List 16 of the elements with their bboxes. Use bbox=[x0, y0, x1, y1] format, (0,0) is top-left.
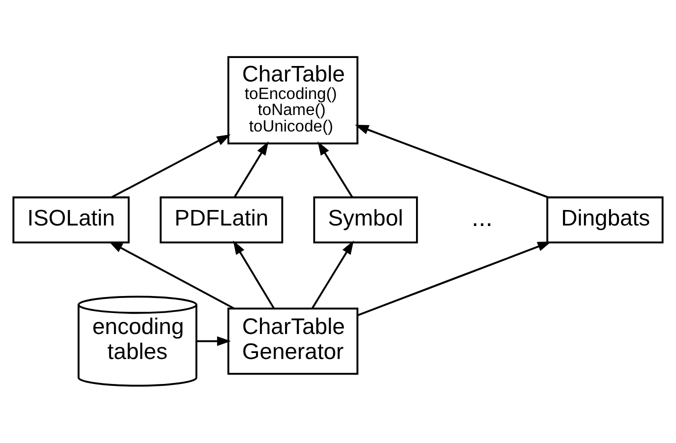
arrow bbox=[196, 336, 231, 346]
arrow bbox=[234, 141, 269, 198]
node-box: CharTable Generator bbox=[227, 308, 358, 375]
arrow bbox=[108, 241, 235, 310]
node-box: CharTable toEncoding() toName() toUnicode() bbox=[227, 56, 358, 144]
node-box: Symbol bbox=[313, 196, 418, 244]
node-box: ISOLatin bbox=[12, 196, 130, 244]
node-box: Dingbats bbox=[546, 196, 664, 244]
arrow bbox=[111, 134, 231, 198]
label: ... bbox=[472, 204, 493, 232]
arrow bbox=[354, 124, 548, 198]
arrow bbox=[233, 240, 275, 309]
arrow bbox=[357, 242, 552, 316]
node-box: PDFLatin bbox=[160, 196, 284, 244]
arrow bbox=[318, 141, 354, 198]
arrow bbox=[311, 240, 354, 309]
